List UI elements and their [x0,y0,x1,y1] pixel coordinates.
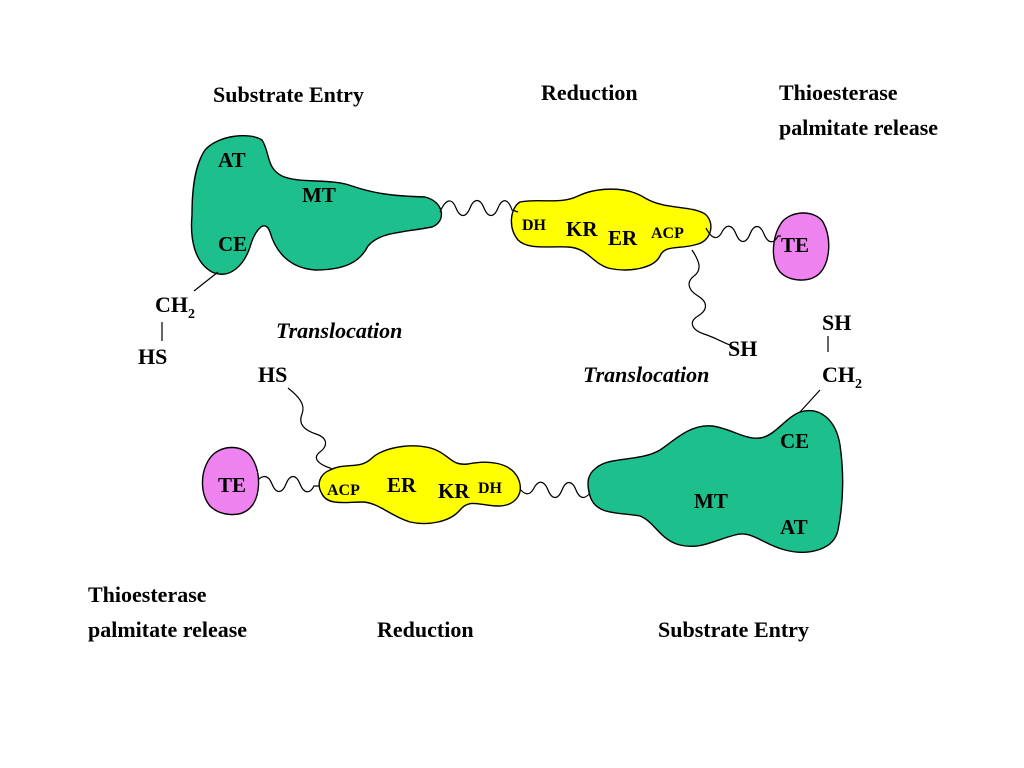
linker-mt-to-dh-top [439,199,519,217]
green-domain-top [190,135,442,275]
ce-label-bottom: CE [780,429,809,453]
mt-label-top: MT [302,183,336,207]
thioesterase-caption-bottom-line2: palmitate release [88,617,247,642]
thioesterase-caption-bottom-line1: Thioesterase [88,582,207,607]
dh-label-bottom: DH [478,480,503,497]
thioesterase-caption-top-line1: Thioesterase [779,80,898,105]
linker-ce-ch2-top [193,271,219,292]
pink-domain-bottom [201,446,260,516]
er-label-bottom: ER [387,473,417,497]
translocation-caption-top: Translocation [276,318,402,343]
linker-acp-sh-top [688,249,731,346]
er-label-top: ER [608,226,638,250]
substrate-entry-caption-top: Substrate Entry [213,82,364,107]
ce-label-top: CE [218,232,247,256]
ch2-label-bottom: CH2 [822,362,862,392]
mt-label-bottom: MT [694,489,728,513]
te-label-top: TE [781,233,809,257]
yellow-domain-bottom [318,445,521,525]
substrate-entry-caption-bottom: Substrate Entry [658,617,809,642]
kr-label-bottom: KR [438,479,470,503]
ch2-label-top: CH2 [155,292,195,322]
at-label-bottom: AT [780,515,808,539]
linker-dh-mt-bottom [517,481,593,499]
acp-label-top: ACP [651,225,684,242]
kr-label-top: KR [566,217,598,241]
sh-label-top: SH [728,336,757,361]
reduction-caption-bottom: Reduction [377,617,474,642]
green-domain-bottom [587,410,844,553]
linker-te-acp-bottom [253,475,322,493]
hs-label-top: HS [138,344,167,369]
yellow-domain-top [510,188,712,271]
hs-label-bottom: HS [258,362,287,387]
sh-label-bottom: SH [822,310,851,335]
dh-label-top: DH [522,217,547,234]
translocation-caption-bottom: Translocation [583,362,709,387]
acp-label-bottom: ACP [327,482,360,499]
reduction-caption-top: Reduction [541,80,638,105]
at-label-top: AT [218,148,246,172]
thioesterase-caption-top-line2: palmitate release [779,115,938,140]
linker-ch2-ce-bottom [799,389,821,413]
te-label-bottom: TE [218,473,246,497]
linker-acp-to-te-top [705,225,781,243]
linker-hs-acp-bottom [287,387,339,473]
pink-domain-top [772,212,830,281]
